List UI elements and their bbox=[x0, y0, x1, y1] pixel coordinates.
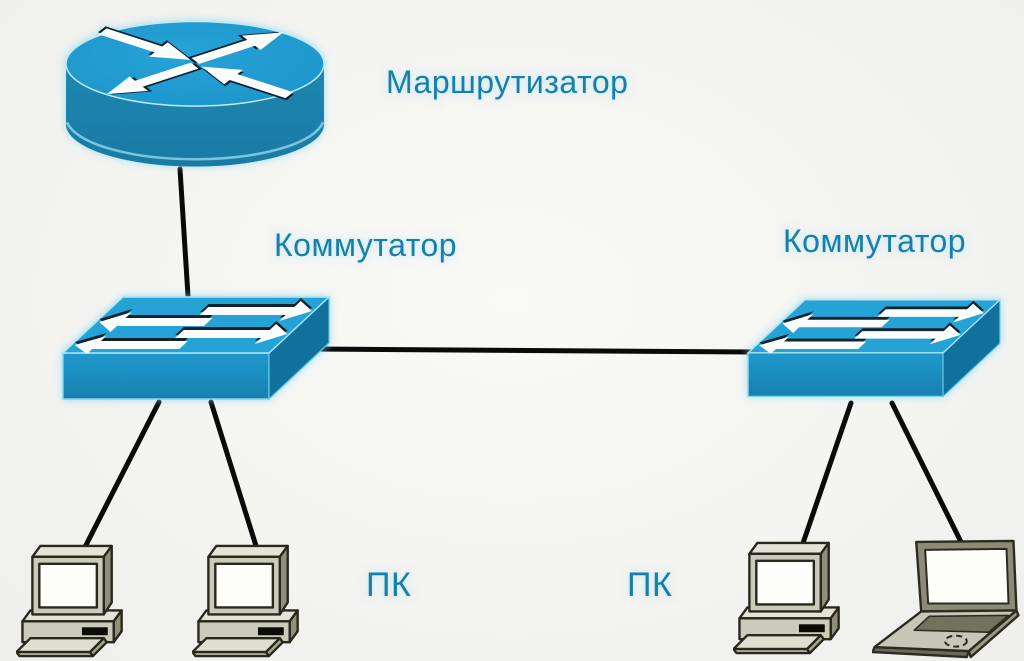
link-switch-right-pc-3 bbox=[799, 400, 854, 549]
router-node bbox=[62, 16, 328, 177]
link-router-switch-left bbox=[177, 166, 191, 299]
pc-1-node bbox=[15, 540, 140, 661]
switch-icon bbox=[746, 298, 1002, 398]
router-arrows-glyph bbox=[97, 26, 295, 101]
pc-3-node bbox=[732, 537, 857, 661]
pc-left-label: ПК bbox=[366, 566, 412, 604]
router-label: Маршрутизатор bbox=[386, 64, 629, 100]
link-switch-left-pc-1 bbox=[81, 399, 162, 552]
switch-right-node bbox=[745, 297, 1003, 408]
switch-right-label: Коммутатор bbox=[783, 223, 967, 259]
desktop-pc-icon bbox=[15, 544, 123, 658]
laptop-1-node bbox=[871, 534, 1022, 661]
pc-2-node bbox=[191, 540, 316, 661]
link-switch-right-laptop-1 bbox=[889, 400, 966, 549]
desktop-pc-icon bbox=[732, 541, 840, 655]
desktop-pc-icon bbox=[191, 544, 299, 658]
link-switch-left-switch-right bbox=[313, 346, 756, 355]
switch-arrows-glyph bbox=[74, 298, 313, 354]
switch-left-label: Коммутатор bbox=[274, 227, 458, 263]
link-switch-left-pc-2 bbox=[208, 399, 260, 552]
router-icon bbox=[65, 20, 325, 167]
pc-right-label: ПК bbox=[627, 566, 673, 604]
switch-left-node bbox=[60, 294, 332, 411]
laptop-icon bbox=[871, 539, 1020, 659]
switch-icon bbox=[61, 295, 331, 401]
switch-arrows-glyph bbox=[759, 300, 985, 354]
